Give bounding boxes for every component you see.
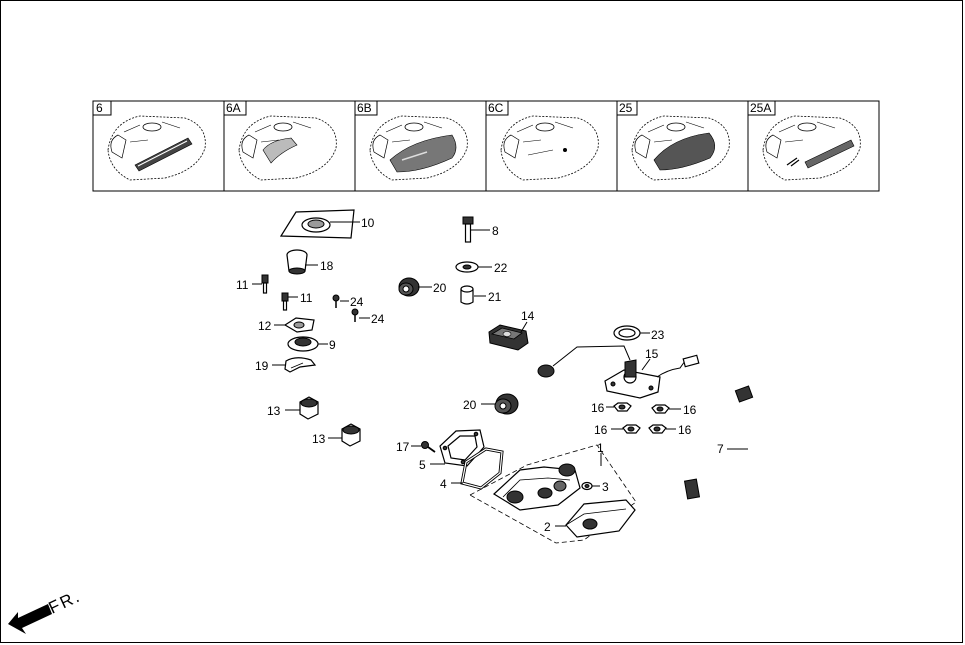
part-bolt-8: [462, 216, 474, 243]
callout-13b: 13: [312, 432, 326, 446]
callout-5: 5: [419, 458, 426, 472]
callout-4: 4: [440, 477, 447, 491]
part-fuel-pump-assembly-1: [469, 444, 637, 544]
variant-code: 6: [96, 101, 103, 115]
part-damper-13a: [299, 396, 319, 420]
part-oring-23: [613, 325, 641, 341]
part-gasket-4: [460, 447, 504, 490]
part-seal-ring: [287, 336, 319, 352]
part-pump-flange-5: [439, 429, 485, 467]
callout-20b: 20: [463, 398, 477, 412]
callout-9: 9: [329, 338, 336, 352]
part-bolt-11a: [261, 274, 269, 294]
callout-15: 15: [645, 347, 659, 361]
callout-24a: 24: [350, 295, 364, 309]
part-gasket-plate: [283, 317, 315, 333]
callout-8: 8: [492, 224, 499, 238]
callout-21: 21: [488, 290, 502, 304]
callout-11a: 11: [236, 278, 249, 292]
front-marker: FR.: [8, 586, 84, 634]
callout-16b: 16: [683, 403, 697, 417]
part-module-14: [488, 324, 529, 351]
callout-17: 17: [396, 440, 410, 454]
callout-16d: 16: [678, 423, 692, 437]
callout-1: 1: [597, 441, 604, 455]
part-drain-bracket: [284, 357, 317, 373]
part-level-sender-15: [537, 345, 700, 399]
callout-24b: 24: [371, 312, 385, 326]
part-screw-24b: [351, 308, 359, 322]
part-nut-16b: [651, 404, 670, 414]
part-grommet-20a: [398, 277, 420, 297]
part-filler-neck: [286, 249, 308, 275]
callout-7: 7: [717, 442, 724, 456]
callout-13a: 13: [267, 404, 281, 418]
callout-10: 10: [361, 216, 375, 230]
front-label: FR.: [46, 586, 84, 617]
arrow-icon: [8, 604, 52, 634]
callout-12: 12: [258, 319, 272, 333]
fuel-tank-thumbnail: [762, 115, 861, 181]
variant-cell-6c: 6C: [485, 100, 509, 116]
callout-18: 18: [320, 259, 334, 273]
variant-code: 6C: [488, 101, 504, 115]
part-nut-16c: [622, 424, 641, 434]
part-screw-24a: [332, 294, 340, 308]
callout-14: 14: [521, 309, 535, 323]
part-nut-16a: [613, 402, 632, 412]
variant-cell-25a: 25A: [747, 100, 776, 116]
part-washer-22: [455, 261, 479, 273]
variant-cell-25: 25: [616, 100, 638, 116]
fuel-tank-thumbnail: [238, 115, 337, 181]
variant-cell-6a: 6A: [223, 100, 247, 116]
callout-19: 19: [255, 359, 269, 373]
variant-code: 25A: [750, 101, 771, 115]
part-bolt-11b: [281, 292, 289, 311]
callout-16c: 16: [594, 423, 608, 437]
part-nut-16d: [648, 424, 667, 434]
callout-3: 3: [602, 480, 609, 494]
part-clip-3: [581, 481, 593, 491]
variant-code: 6A: [226, 101, 241, 115]
fuel-tank-thumbnail: [369, 115, 468, 181]
callout-22: 22: [494, 261, 508, 275]
callout-2: 2: [544, 520, 551, 534]
fuel-tank-thumbnail: [631, 115, 730, 181]
part-fuel-hose-7: [683, 385, 759, 500]
callout-11b: 11: [300, 291, 313, 305]
fuel-tank-thumbnail: [107, 115, 206, 181]
variant-code: 6B: [357, 101, 372, 115]
callout-23: 23: [651, 328, 665, 342]
part-collar-21: [460, 285, 474, 305]
variant-cell-6b: 6B: [354, 100, 378, 116]
callout-20a: 20: [433, 281, 447, 295]
part-grommet-20b: [494, 393, 519, 415]
part-cap-plate: [279, 209, 355, 239]
variant-code: 25: [619, 101, 633, 115]
part-damper-13b: [341, 423, 361, 447]
fuel-tank-thumbnail: [500, 115, 599, 181]
part-filter-2: [565, 499, 636, 538]
variant-cell-6: 6: [92, 100, 112, 116]
callout-16a: 16: [591, 401, 605, 415]
part-screw-17: [421, 441, 436, 453]
